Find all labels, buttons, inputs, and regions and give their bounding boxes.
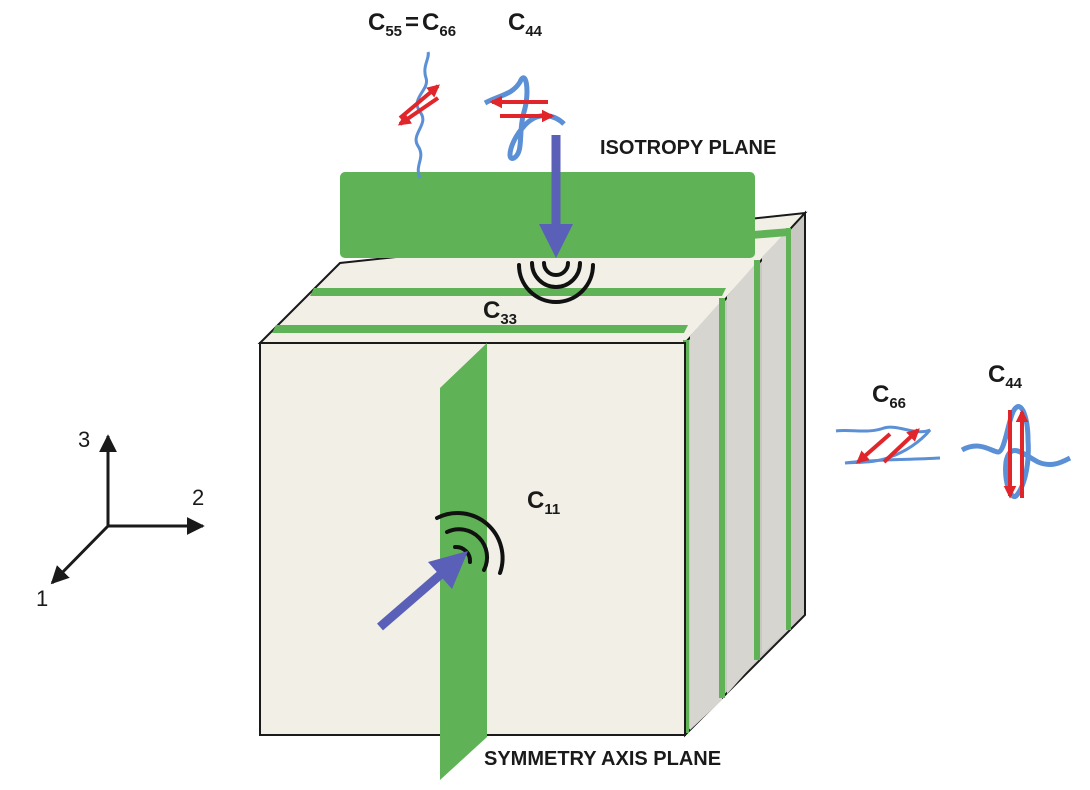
side-slab — [762, 230, 788, 654]
axis-1-label: 1 — [36, 586, 48, 611]
symmetry-axis-plane-label: SYMMETRY AXIS PLANE — [484, 748, 721, 770]
c33-arrowhead — [539, 224, 573, 258]
isotropy-stripe-side — [786, 228, 791, 630]
coef-c55-c66: C55=C66 — [368, 9, 456, 40]
red-arrow — [398, 84, 440, 120]
red-arrow — [856, 432, 892, 464]
side-slab — [690, 300, 722, 730]
isotropy-stripe-side — [719, 298, 725, 698]
wavefront-c11 — [435, 511, 505, 575]
c11-propagation-arrow — [377, 571, 443, 631]
red-arrow — [397, 96, 440, 126]
side-slab — [727, 262, 757, 694]
isotropy-plane-label: ISOTROPY PLANE — [600, 137, 776, 159]
coef-c66-right: C66 — [872, 381, 906, 412]
coef-c11: C11 — [527, 487, 560, 518]
wave-c44-top — [483, 75, 566, 161]
c11-arrowhead — [428, 551, 468, 589]
wave-c55-c66 — [414, 51, 430, 179]
isotropy-stripe-top — [310, 288, 726, 296]
isotropy-plane — [340, 172, 755, 258]
axis-1 — [50, 524, 110, 585]
coef-c44-top: C44 — [508, 9, 543, 40]
coef-c44-right: C44 — [988, 361, 1023, 392]
isotropy-stripe-top — [272, 325, 688, 333]
axis-2-label: 2 — [192, 485, 204, 510]
axis-3-label: 3 — [78, 427, 90, 452]
coordinate-axes — [50, 434, 205, 585]
wavefront-c33 — [517, 261, 595, 304]
coef-c33: C33 — [483, 297, 517, 328]
wave-c44-right — [960, 404, 1072, 499]
red-arrow — [882, 428, 920, 464]
isotropy-stripe-side — [754, 260, 760, 660]
